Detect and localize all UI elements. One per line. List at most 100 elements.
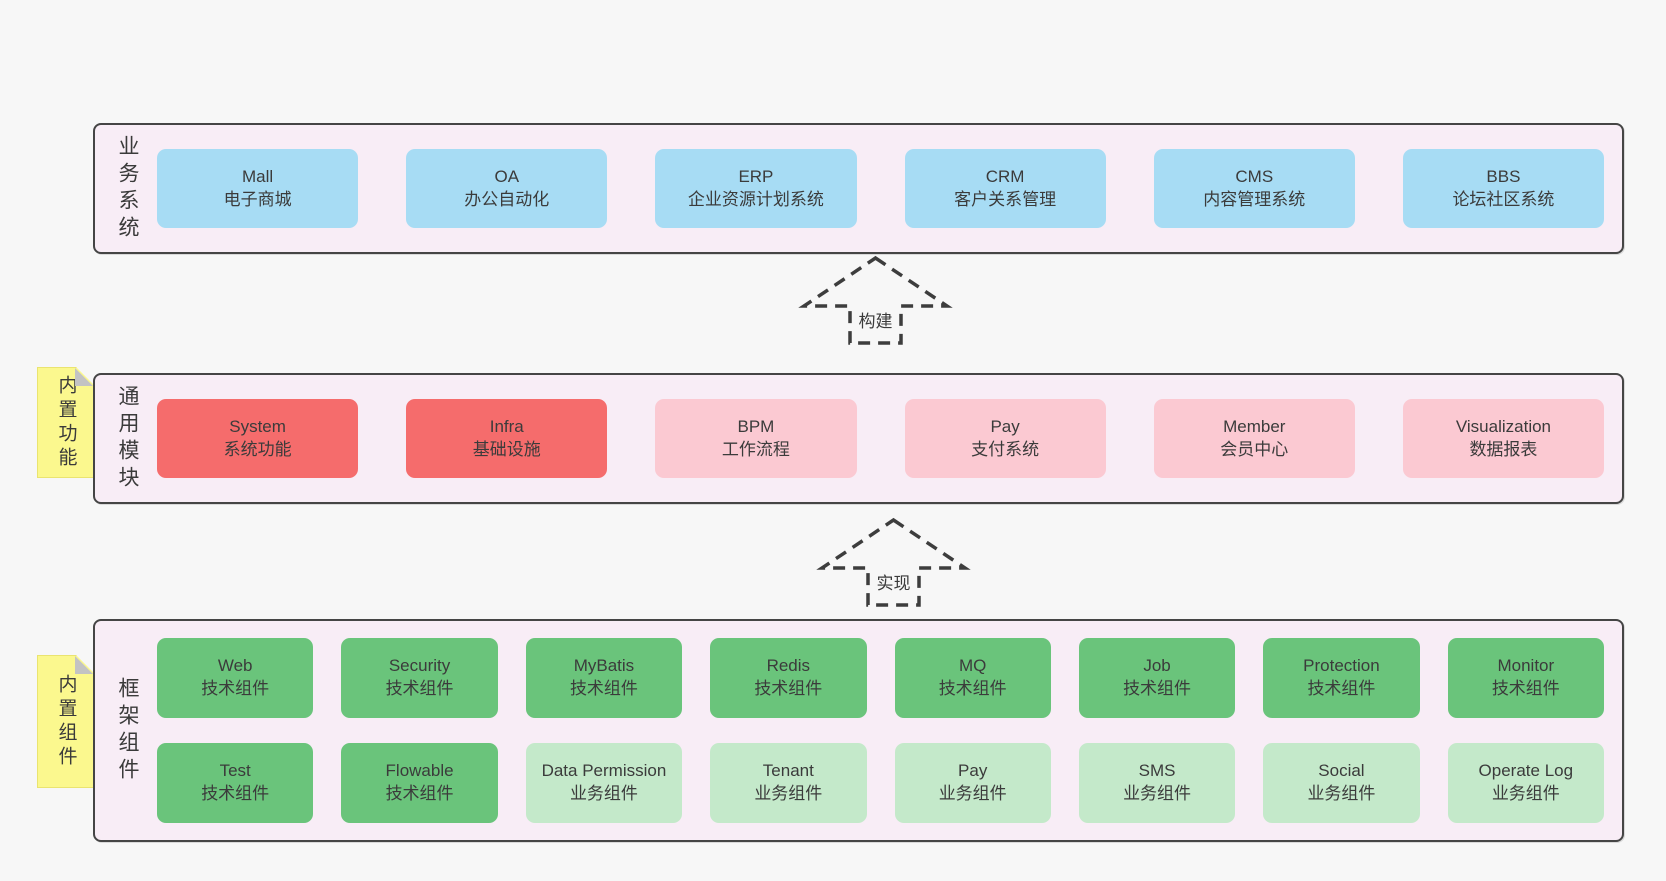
box-subtitle: 技术组件: [1123, 679, 1192, 698]
box-subtitle: 技术组件: [1491, 679, 1560, 698]
box-title: BBS: [1486, 166, 1521, 186]
layer-label-business-systems: 业务系统: [116, 134, 139, 243]
box-crm: CRM 客户关系管理: [904, 149, 1106, 228]
box-subtitle: 论坛社区系统: [1452, 189, 1555, 209]
box-subtitle: 数据报表: [1469, 439, 1538, 459]
box-title: SMS: [1138, 761, 1176, 781]
box-subtitle: 客户关系管理: [954, 189, 1057, 209]
box-security: Security 技术组件: [341, 638, 498, 718]
box-title: Monitor: [1497, 656, 1555, 676]
box-redis: Redis 技术组件: [710, 638, 867, 718]
box-sms: SMS 业务组件: [1078, 743, 1236, 823]
box-title: Job: [1143, 656, 1171, 676]
box-subtitle: 业务组件: [754, 784, 823, 803]
box-subtitle: 技术组件: [201, 679, 270, 698]
box-subtitle: 业务组件: [569, 784, 638, 803]
box-protection: Protection 技术组件: [1263, 638, 1420, 718]
box-subtitle: 业务组件: [938, 784, 1007, 803]
box-title: CMS: [1235, 166, 1274, 186]
box-subtitle: 技术组件: [1307, 679, 1376, 698]
box-mybatis: MyBatis 技术组件: [525, 638, 683, 718]
box-title: System: [229, 416, 286, 436]
box-title: BPM: [737, 416, 775, 436]
box-test: Test 技术组件: [157, 743, 314, 823]
box-cms: CMS 内容管理系统: [1153, 149, 1355, 228]
box-subtitle: 技术组件: [201, 784, 270, 803]
box-web: Web 技术组件: [157, 638, 314, 718]
box-subtitle: 技术组件: [754, 679, 823, 698]
sticky-label: 内置组件: [55, 673, 77, 770]
sticky-built-in-components: 内置组件: [37, 655, 94, 788]
box-visualization: Visualization 数据报表: [1402, 399, 1605, 478]
box-subtitle: 企业资源计划系统: [687, 189, 824, 209]
box-member: Member 会员中心: [1153, 399, 1355, 478]
build-arrow-icon: 构建: [798, 255, 953, 345]
box-subtitle: 办公自动化: [464, 189, 550, 209]
box-title: Tenant: [762, 761, 814, 781]
layer-label-framework-components: 框架组件: [116, 676, 139, 785]
box-oa: OA 办公自动化: [406, 149, 608, 228]
box-subtitle: 技术组件: [385, 679, 454, 698]
box-system: System 系统功能: [157, 399, 359, 478]
box-title: CRM: [985, 166, 1025, 186]
box-bbs: BBS 论坛社区系统: [1402, 149, 1605, 228]
box-title: OA: [494, 166, 520, 186]
box-flowable: Flowable 技术组件: [341, 743, 498, 823]
box-infra: Infra 基础设施: [406, 399, 608, 478]
box-operate-log: Operate Log 业务组件: [1447, 743, 1604, 823]
box-title: Protection: [1303, 656, 1380, 676]
box-title: Web: [217, 656, 253, 676]
box-subtitle: 业务组件: [1491, 784, 1560, 803]
box-subtitle: 业务组件: [1307, 784, 1376, 803]
box-subtitle: 系统功能: [223, 439, 292, 459]
sticky-label: 内置功能: [55, 374, 77, 471]
box-pay: Pay 业务组件: [894, 743, 1051, 823]
build-arrow-label: 构建: [859, 312, 893, 331]
box-title: Security: [388, 656, 451, 676]
box-erp: ERP 企业资源计划系统: [655, 149, 857, 228]
box-title: MyBatis: [573, 656, 635, 676]
box-subtitle: 支付系统: [971, 439, 1040, 459]
box-subtitle: 技术组件: [385, 784, 454, 803]
box-title: Flowable: [385, 761, 454, 781]
box-mq: MQ 技术组件: [894, 638, 1051, 718]
layer-label-common-modules: 通用模块: [116, 384, 139, 493]
box-subtitle: 技术组件: [938, 679, 1007, 698]
box-title: Redis: [766, 656, 811, 676]
box-subtitle: 基础设施: [472, 439, 541, 459]
box-title: Infra: [489, 416, 524, 436]
box-subtitle: 技术组件: [569, 679, 638, 698]
box-title: MQ: [958, 656, 987, 676]
box-title: Member: [1223, 416, 1286, 436]
box-pay: Pay 支付系统: [904, 399, 1106, 478]
box-tenant: Tenant 业务组件: [710, 743, 867, 823]
box-subtitle: 内容管理系统: [1203, 189, 1306, 209]
box-subtitle: 会员中心: [1220, 439, 1289, 459]
box-subtitle: 业务组件: [1123, 784, 1192, 803]
sticky-built-in-features: 内置功能: [37, 367, 94, 478]
implement-arrow-label: 实现: [877, 574, 911, 593]
implement-arrow-icon: 实现: [816, 517, 971, 607]
box-title: Pay: [990, 416, 1020, 436]
folded-corner-icon: [75, 368, 93, 386]
box-job: Job 技术组件: [1078, 638, 1236, 718]
box-title: Operate Log: [1478, 761, 1574, 781]
box-title: ERP: [738, 166, 774, 186]
box-monitor: Monitor 技术组件: [1447, 638, 1604, 718]
box-title: Mall: [242, 166, 274, 186]
box-title: Visualization: [1455, 416, 1552, 436]
box-title: Test: [219, 761, 251, 781]
box-title: Pay: [958, 761, 988, 781]
